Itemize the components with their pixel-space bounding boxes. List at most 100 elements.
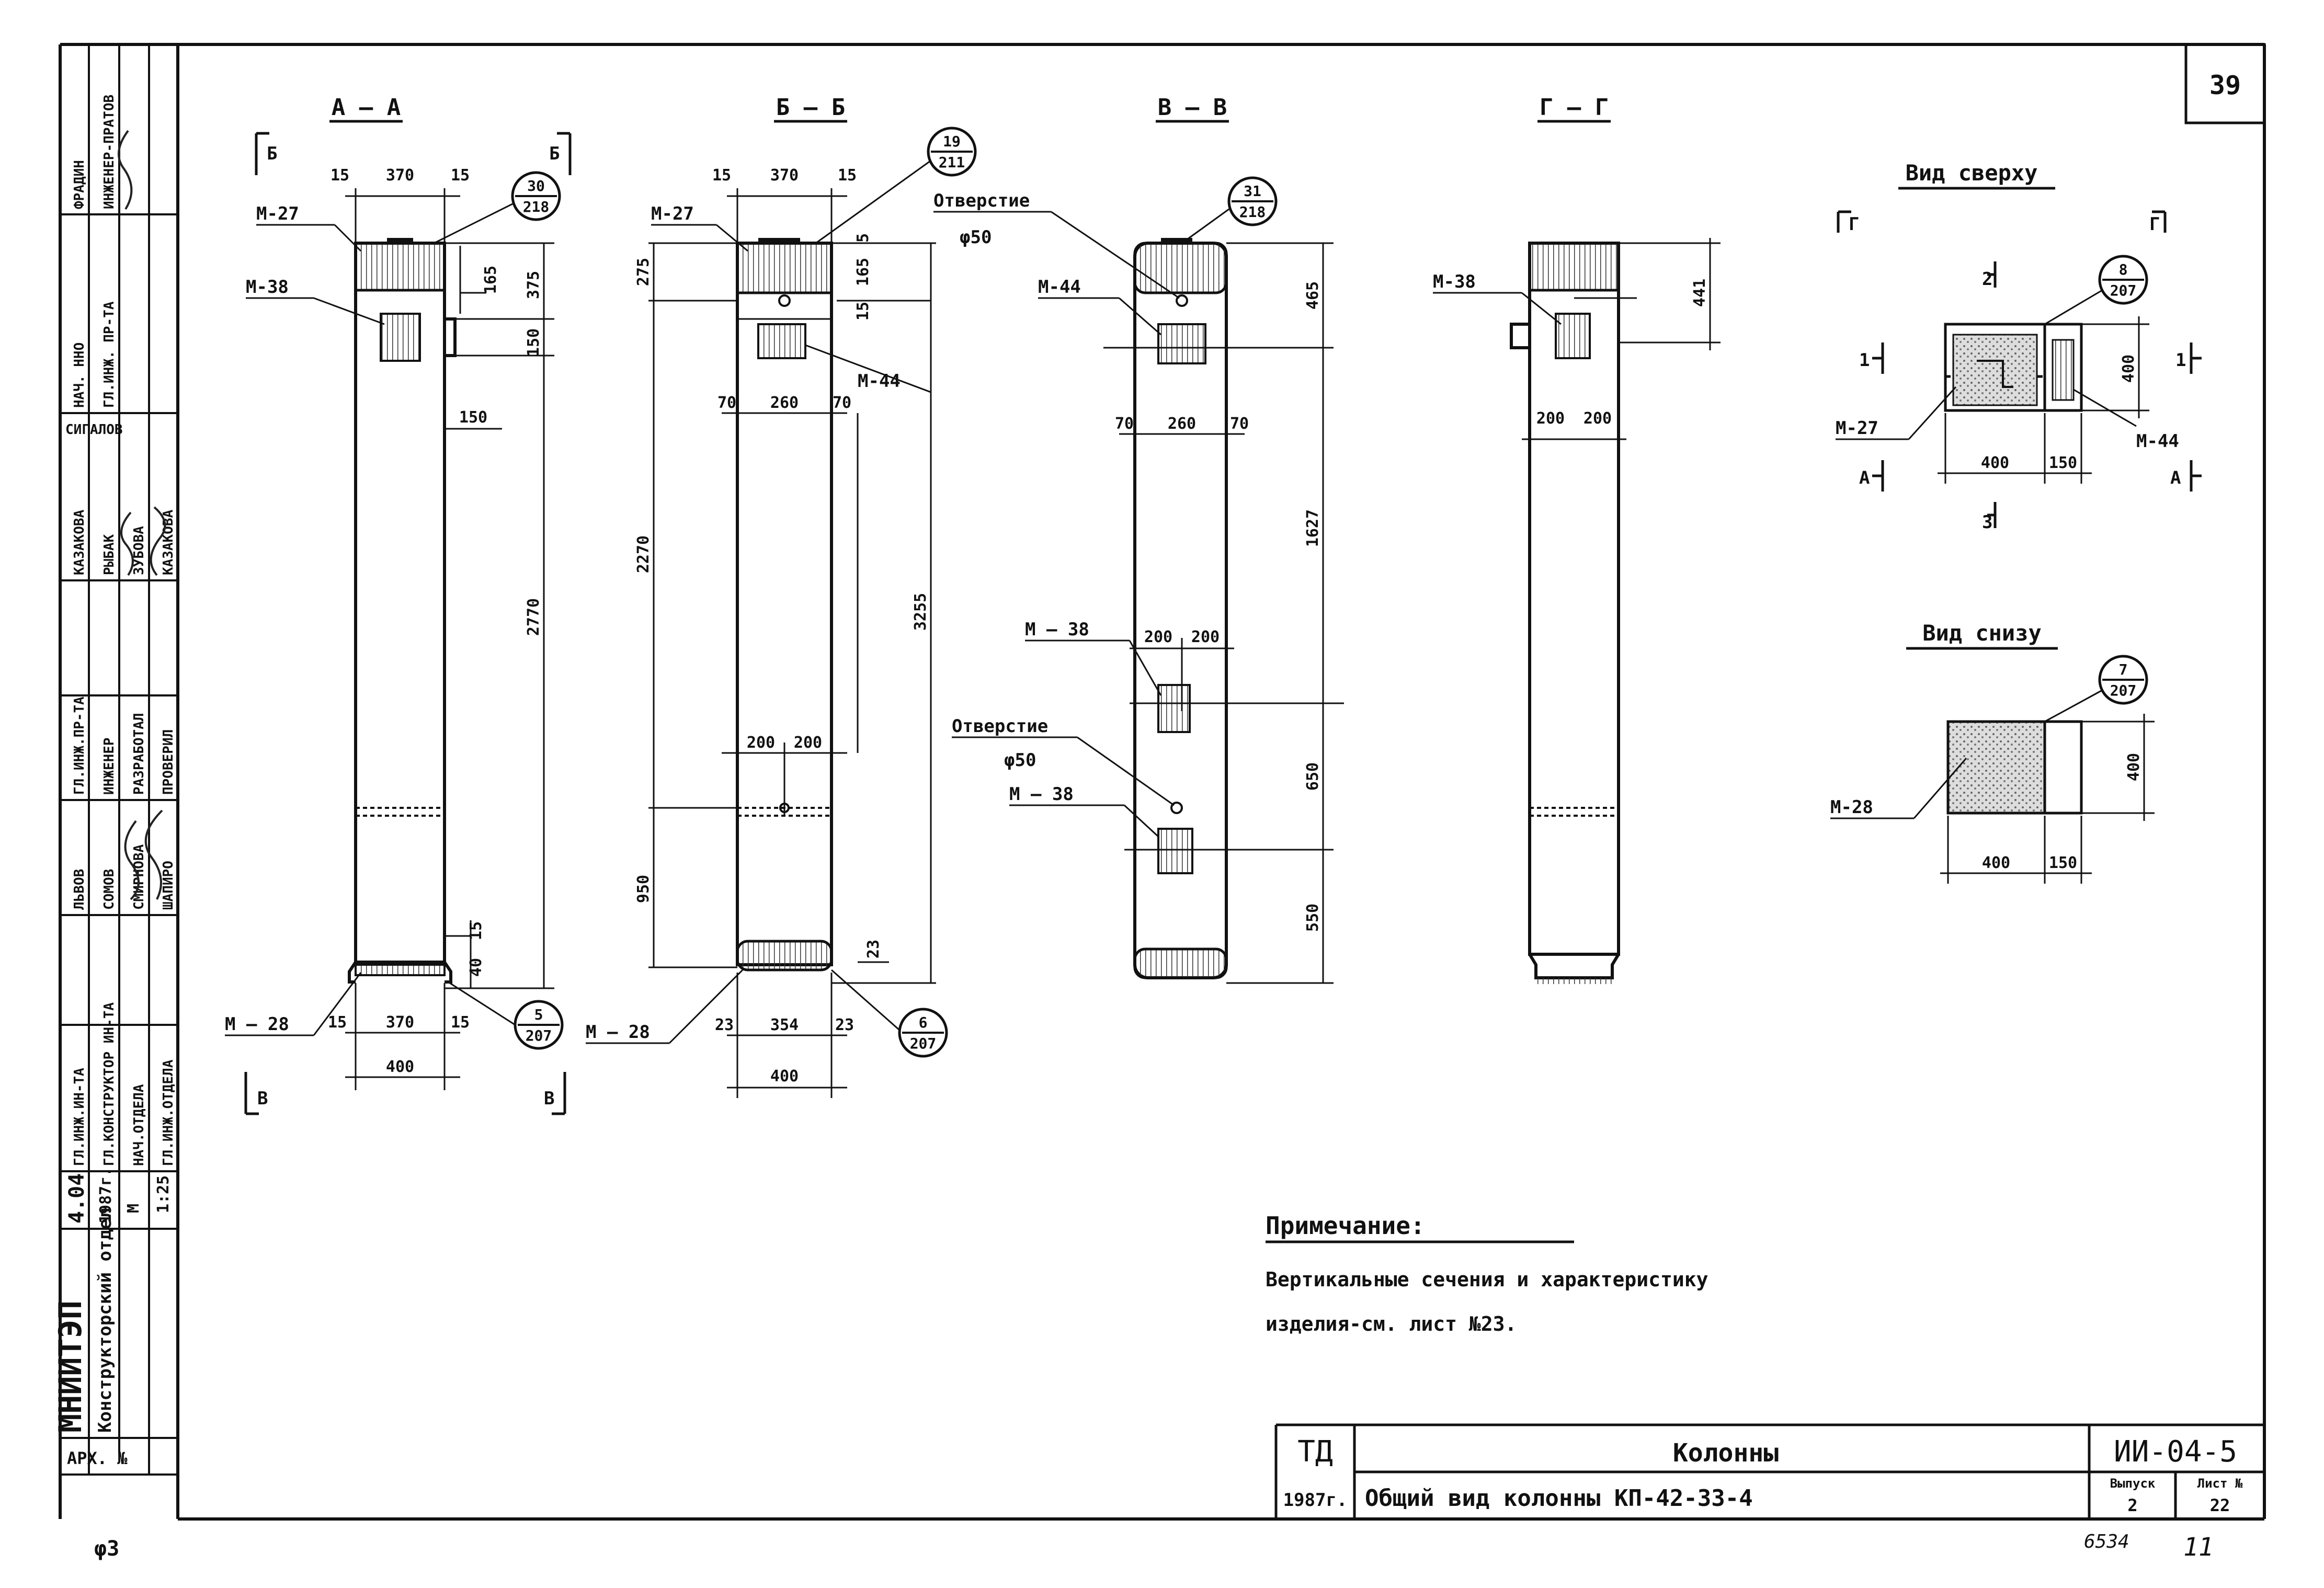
bb-dim-h15: 15: [854, 302, 872, 321]
note-title: Примечание:: [1266, 1212, 1425, 1240]
aa-callout-top-num: 30: [527, 177, 545, 195]
top-cut-one-right: 1: [2175, 350, 2186, 371]
gg-dim-d200a: 200: [1536, 409, 1565, 428]
bottom-callout-num: 7: [2119, 661, 2128, 678]
stamp-scale: 1:25: [154, 1175, 173, 1213]
tb-code-label: ТД: [1297, 1435, 1332, 1469]
view-top-title: Вид сверху: [1906, 160, 2038, 186]
bb-dim-b23r: 23: [835, 1016, 854, 1034]
vv-hole-bottom-dia: φ50: [1004, 750, 1036, 771]
view-bottom-title: Вид снизу: [1922, 620, 2042, 646]
page-number-box: 39: [2184, 43, 2266, 124]
stamp-top-role-2: ГЛ.ИНЖ. ПР-ТА: [101, 301, 117, 408]
bottom-dim-d150: 150: [2049, 854, 2077, 872]
bb-dim-d260: 260: [770, 394, 799, 412]
top-cut-two: 2: [1982, 269, 1992, 290]
aa-mark-m28: М — 28: [225, 1014, 289, 1035]
stamp-name-a2: СОМОВ: [101, 869, 117, 910]
bottom-callout-den: 207: [2110, 682, 2137, 699]
aa-dim-h40: 40: [467, 958, 485, 977]
bb-dim-h23: 23: [864, 940, 883, 958]
top-cut-one-left: 1: [1859, 350, 1870, 371]
vv-mark-m38b: М — 38: [1009, 784, 1074, 805]
vv-dim-d200a: 200: [1144, 628, 1172, 646]
view-aa-title: А — А: [332, 94, 401, 121]
stamp-role-6: ИНЖЕНЕР: [101, 737, 117, 795]
aa-callout-bottom-den: 207: [526, 1027, 552, 1044]
aa-cut-bl: В: [257, 1088, 268, 1109]
aa-dim-b400: 400: [386, 1058, 414, 1076]
stamp-arch-no: АРХ. №: [67, 1448, 128, 1468]
gg-dim-h441: 441: [1691, 279, 1709, 307]
aa-dim-h15: 15: [467, 921, 485, 940]
bb-mark-m28: М — 28: [586, 1022, 650, 1043]
stamp-department: Конструкторский отдел: [95, 1208, 116, 1433]
bottom-dim-d400v: 400: [2125, 753, 2143, 781]
top-callout-den: 207: [2110, 282, 2137, 299]
bb-dim-b354: 354: [770, 1016, 799, 1034]
tb-issue-value: 2: [2127, 1495, 2137, 1515]
stamp-top-role-1: НАЧ. ННО: [72, 342, 87, 408]
aa-callout-top: 30 218: [511, 171, 561, 221]
tb-doc-number: ИИ-04-5: [2114, 1435, 2237, 1469]
tb-year: 1987г.: [1283, 1490, 1348, 1511]
bb-dim-d200b: 200: [794, 734, 822, 752]
stamp-role-2: ГЛ.КОНСТРУКТОР ИН-ТА: [101, 1002, 117, 1166]
side-stamp: МНИИТЭП Конструкторский отдел АРХ. № 4.0…: [52, 44, 178, 1476]
view-bottom: Вид снизу М-28 400 150 400 7 207: [1830, 620, 2155, 884]
aa-dim-b15r: 15: [451, 1013, 470, 1032]
aa-mark-m38: М-38: [246, 277, 289, 298]
top-cut-three: 3: [1982, 512, 1992, 533]
sheet-frame: [59, 43, 2266, 1521]
bb-callout-top-num: 19: [943, 133, 961, 150]
top-cut-a-left: А: [1859, 467, 1870, 488]
stamp-series: 4.04: [65, 1173, 89, 1224]
stamp-role-7: РАЗРАБОТАЛ: [131, 713, 147, 795]
bb-dim-h275: 275: [634, 258, 653, 286]
vv-dim-h650: 650: [1304, 762, 1322, 791]
aa-dim-d150: 150: [459, 408, 487, 427]
vv-hole-top-dia: φ50: [960, 227, 992, 248]
view-section-aa: А — А: [225, 94, 572, 1115]
bb-dim-h5: 5: [854, 233, 872, 243]
note-line-1: Вертикальные сечения и характеристику: [1266, 1268, 1708, 1291]
top-cut-a-right: А: [2170, 467, 2181, 488]
vv-dim-d70r: 70: [1230, 415, 1249, 433]
aa-dim-h2770: 2770: [525, 598, 543, 636]
gg-mark-m38: М-38: [1433, 271, 1476, 292]
aa-dim-h375: 375: [525, 271, 543, 299]
vv-callout-top-num: 31: [1244, 182, 1261, 200]
bb-dim-w-left: 15: [712, 166, 731, 185]
stamp-role-8: ПРОВЕРИЛ: [161, 729, 176, 795]
top-dim-d400v: 400: [2120, 355, 2138, 383]
vv-mark-m44: М-44: [1038, 277, 1081, 298]
vv-dim-h550: 550: [1304, 904, 1322, 932]
aa-dim-b15l: 15: [328, 1013, 347, 1032]
top-dim-d400h: 400: [1981, 454, 2009, 472]
bb-dim-w-mid: 370: [770, 166, 799, 185]
bb-dim-d70l: 70: [717, 394, 736, 412]
note-line-2: изделия-см. лист №23.: [1266, 1312, 1517, 1335]
aa-dim-b370: 370: [386, 1013, 414, 1032]
bb-dim-w-right: 15: [838, 166, 857, 185]
aa-dim-w-mid: 370: [386, 166, 414, 185]
bb-dim-d70r: 70: [833, 394, 851, 412]
stamp-name-a3: СМИРНОВА: [131, 844, 147, 910]
bb-callout-bottom-num: 6: [919, 1014, 928, 1031]
bb-dim-h165: 165: [854, 258, 872, 286]
bb-callout-bottom-den: 207: [910, 1035, 937, 1052]
stamp-name-a1: ЛЬВОВ: [72, 869, 87, 910]
tb-sheet-label: Лист №: [2197, 1476, 2243, 1491]
view-vv-title: В — В: [1158, 94, 1227, 121]
stamp-name-a4: ШАПИРО: [161, 861, 176, 910]
stamp-top-name-2: ИНЖЕНЕР-ПРАТОВ: [101, 95, 117, 209]
stamp-role-5: ГЛ.ИНЖ.ПР-ТА: [72, 696, 87, 795]
bb-mark-m27: М-27: [651, 203, 694, 224]
vv-callout-top-den: 218: [1239, 203, 1266, 221]
view-section-gg: Г — Г 441 200 200 М-38: [1433, 94, 1721, 984]
page-number: 39: [2209, 70, 2241, 100]
stamp-scale-label: М: [124, 1204, 143, 1213]
stamp-name-b2: РЫБАК: [101, 534, 117, 575]
vv-hole-top-label: Отверстие: [933, 190, 1030, 211]
